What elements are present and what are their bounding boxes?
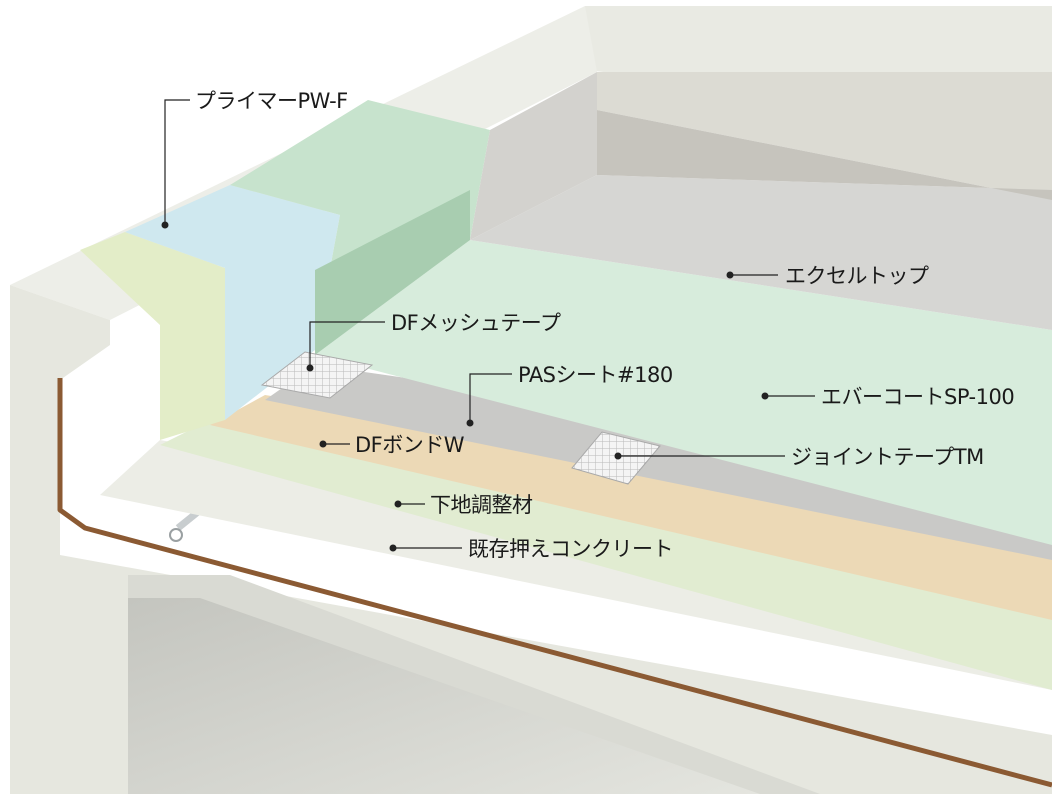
label-primer: プライマーPW-F — [195, 89, 348, 113]
far-parapet-inner — [597, 72, 1052, 200]
layer-bond — [210, 395, 1052, 620]
layer-topcoat-wall — [597, 110, 1052, 200]
dot-primer — [161, 221, 169, 229]
band-evercoat-upstand — [230, 100, 490, 350]
lower-hollow — [128, 575, 760, 794]
leader-primer — [164, 99, 190, 225]
label-bond: DFボンドW — [355, 433, 465, 457]
layer-stack — [100, 110, 1052, 690]
dot-joint-tape — [614, 452, 622, 460]
label-base: 下地調整材 — [430, 493, 533, 517]
label-joint-tape: ジョイントテープTM — [791, 445, 984, 469]
label-ever-coat: エバーコートSP-100 — [821, 385, 1014, 409]
layer-concrete-top — [100, 440, 1052, 690]
dot-bond — [319, 440, 327, 448]
band-primer-band — [80, 232, 225, 440]
label-mesh-tape: DFメッシュテープ — [391, 311, 561, 335]
label-pas-sheet: PASシート#180 — [518, 363, 673, 387]
dot-mesh-tape — [306, 364, 314, 372]
anchor-head — [169, 528, 183, 542]
dot-pas-sheet — [466, 419, 474, 427]
mesh-tape-patch — [260, 351, 374, 399]
dot-excel-top — [726, 271, 734, 279]
dot-concrete — [389, 544, 397, 552]
parapet-bands — [80, 72, 597, 440]
lower-beam — [128, 575, 820, 794]
layer-pas-sheet — [265, 365, 1052, 560]
layer-base — [160, 420, 1052, 690]
label-concrete: 既存押えコンクリート — [468, 537, 673, 561]
label-excel-top: エクセルトップ — [785, 264, 929, 288]
leaders — [161, 99, 815, 552]
layer-evercoat — [315, 240, 1052, 545]
leader-pas-sheet — [469, 373, 512, 423]
band-evercoat-side — [315, 190, 470, 355]
callout-labels: プライマーPW-F エクセルトップ DFメッシュテープ PASシート#180 エ… — [195, 89, 1015, 561]
concrete-structure — [10, 6, 1052, 794]
layer-topcoat — [470, 175, 1052, 330]
leader-mesh-tape — [309, 321, 385, 368]
dot-ever-coat — [761, 392, 769, 400]
band-primer — [125, 185, 340, 420]
drain-pipe — [57, 378, 1052, 788]
dot-base — [394, 500, 402, 508]
band-topcoat-upstand — [470, 72, 597, 240]
